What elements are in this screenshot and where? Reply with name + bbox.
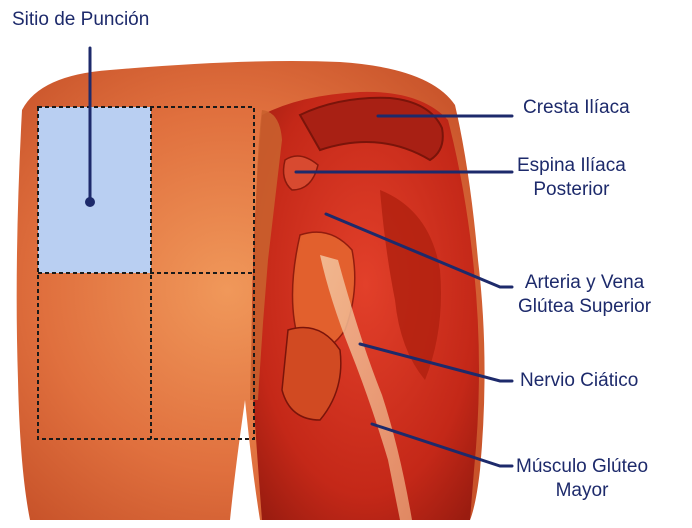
label-gluteus-maximus-line-1: Músculo Glúteo [516,455,648,479]
label-posterior-iliac-spine: Espina Ilíaca Posterior [517,154,626,202]
puncture-dot [85,197,95,207]
label-superior-gluteal-vessels-line-2: Glútea Superior [518,295,651,319]
label-gluteus-maximus-line-2: Mayor [516,479,648,503]
label-superior-gluteal-vessels: Arteria y Vena Glútea Superior [518,271,651,319]
label-puncture-site: Sitio de Punción [12,8,149,32]
label-gluteus-maximus: Músculo Glúteo Mayor [516,455,648,503]
label-posterior-iliac-spine-line-2: Posterior [517,178,626,202]
gluteus-maximus-muscle [252,92,479,520]
label-sciatic-nerve: Nervio Ciático [520,369,638,393]
label-superior-gluteal-vessels-line-1: Arteria y Vena [518,271,651,295]
label-iliac-crest: Cresta Ilíaca [523,96,630,120]
label-posterior-iliac-spine-line-1: Espina Ilíaca [517,154,626,178]
puncture-quadrant-highlight [38,107,151,273]
